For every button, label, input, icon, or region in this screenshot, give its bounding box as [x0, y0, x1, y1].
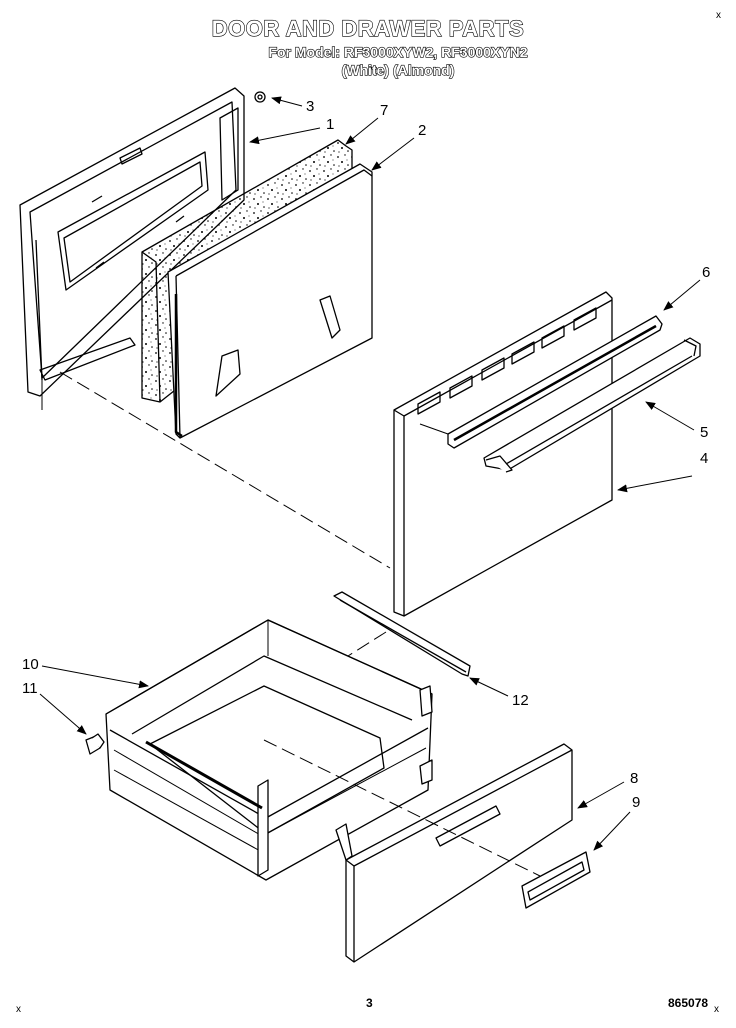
callout-12: 12: [512, 692, 529, 709]
drawing-code: 865078: [668, 996, 709, 1010]
page-number: 3: [366, 996, 373, 1010]
alignment-lines: [59, 371, 541, 877]
callout-6: 6: [702, 264, 711, 281]
drawer-front: [335, 743, 573, 963]
callout-3: 3: [306, 98, 315, 115]
outer-door-frame: [19, 87, 245, 410]
drawer-body: [105, 619, 433, 881]
callout-2: 2: [418, 122, 427, 139]
door-vent-slots: [417, 307, 597, 415]
door-handle: [483, 337, 701, 473]
door-screw: [254, 91, 266, 103]
callout-1: 1: [326, 116, 335, 133]
diagram-title: DOOR AND DRAWER PARTS: [211, 15, 525, 41]
corner-mark-top: x: [716, 10, 721, 21]
leader-lines: [39, 96, 701, 851]
callout-7: 7: [380, 102, 389, 119]
drawer-rail: [333, 591, 471, 677]
corner-mark-left: x: [16, 1004, 21, 1015]
corner-mark-right: x: [714, 1004, 719, 1015]
callout-10: 10: [22, 656, 39, 673]
callout-5: 5: [700, 424, 709, 441]
callout-9: 9: [632, 794, 641, 811]
callout-8: 8: [630, 770, 639, 787]
drawer-glide: [85, 733, 105, 755]
model-colors: (White) (Almond): [341, 61, 455, 78]
inner-door-panel: [167, 163, 373, 439]
door-vent-trim: [419, 315, 663, 449]
callout-4: 4: [700, 450, 709, 467]
model-numbers: For Model: RF3000XYW2, RF3000XYN2: [268, 43, 528, 60]
drawer-handle: [521, 851, 591, 909]
callout-11: 11: [22, 680, 38, 697]
